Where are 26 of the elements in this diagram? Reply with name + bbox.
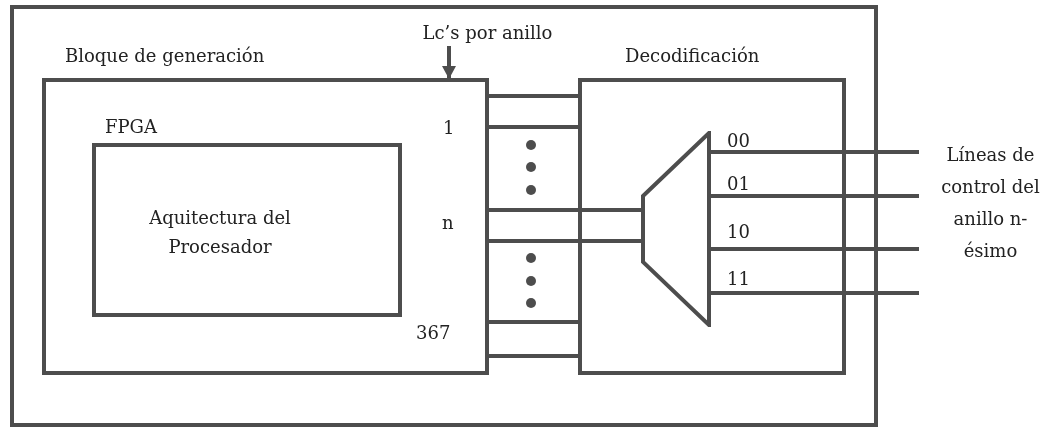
annotation-text: Lc’s por anillo [421,22,554,44]
wire [709,194,919,198]
output-code: 10 [727,221,750,243]
annotation-text: Líneas de control del anillo n-ésimo [941,143,1040,263]
block-heading: Decodificación [625,45,760,67]
wire [487,208,643,212]
wire [709,291,919,295]
port-number: 1 [443,117,455,139]
output-code: 00 [727,130,750,152]
chip-label: FPGA [105,116,157,138]
wire [709,150,919,154]
outer-frame [10,5,878,427]
port-number: n [442,212,454,234]
wire [487,239,643,243]
multiplexer-symbol [641,131,711,327]
output-code: 01 [727,173,750,195]
block-heading: Bloque de generación [65,45,265,67]
wire [709,247,919,251]
wire [487,125,580,129]
wire [487,354,580,358]
wire [487,94,580,98]
output-code: 11 [727,268,750,290]
wire [487,320,580,324]
port-number: 367 [416,322,451,344]
arrow [442,46,456,79]
processor-label: Aquitectura del Procesador [148,206,292,259]
